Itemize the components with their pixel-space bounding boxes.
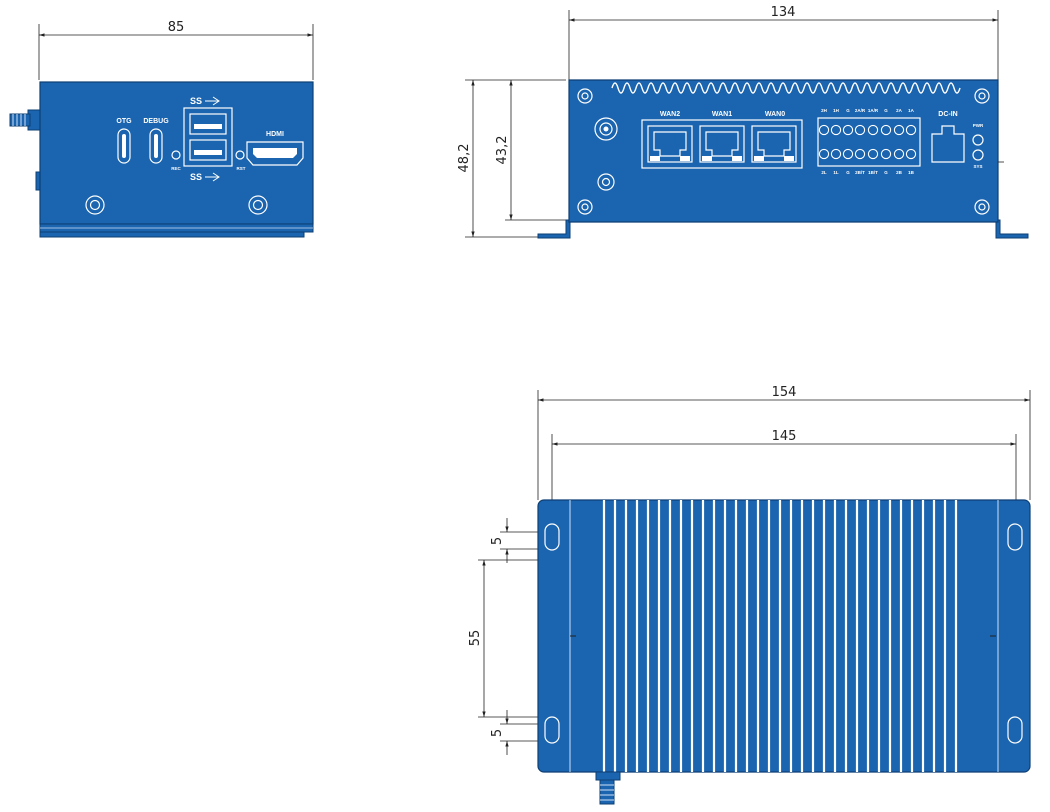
front-width-label: 85 [168,20,185,35]
wan0-port [751,125,797,163]
sma-connector-icon [594,117,618,141]
terminal-label-bottom-2: G [846,170,850,175]
mount-slot-icon-4 [1007,716,1023,744]
terminal-label-top-2: G [846,108,850,113]
wan1-label: WAN1 [712,111,732,118]
front-view: 85 OTG DEBUG REC SS [9,20,314,238]
screw-icon-6 [974,199,990,215]
terminal-label-bottom-0: 2L [821,170,827,175]
terminal-labels-bottom: 2L 1L G 2B/T 1B/T G 2B 1B [821,170,914,175]
screw-icon-4 [974,88,990,104]
wan2-port [647,125,693,163]
rj45-block [641,119,803,169]
terminal-label-top-4: 1A/R [868,108,879,113]
slot-b-label: 5 [490,729,505,737]
mount-slot-icon-3 [1007,523,1023,551]
usb-top-label: SS [190,96,202,106]
usb-port-bottom [189,139,227,161]
rst-button [235,150,245,160]
mount-slot-icon-2 [544,716,560,744]
terminal-label-top-7: 1A [908,108,915,113]
otg-usb-c-port [117,128,131,164]
top-width-total-dimension: 154 [537,385,1031,500]
top-heatsink-fins [602,500,958,772]
hdmi-label: HDMI [266,131,284,138]
screw-icon-5 [577,199,593,215]
slot-spacing-label: 55 [468,630,483,647]
side-width-dimension: 134 [568,5,999,80]
slot-a-label: 5 [490,537,505,545]
usb-port-top [189,113,227,135]
slot-dimensions: 5 55 5 [468,518,552,755]
terminal-label-bottom-3: 2B/T [855,170,865,175]
top-width-total-label: 154 [772,385,797,400]
terminal-label-bottom-6: 2B [896,170,903,175]
screw-icon-7 [597,173,615,191]
debug-label: DEBUG [143,118,169,125]
terminal-block [817,117,921,167]
side-height-body-dimension: 43,2 [495,80,568,221]
wan1-port [699,125,745,163]
side-height-total-label: 48,2 [457,144,472,173]
screw-icon-3 [577,88,593,104]
terminal-label-top-1: 1H [833,108,839,113]
terminal-label-bottom-7: 1B [908,170,915,175]
screw-icon-2 [248,195,268,215]
terminal-label-bottom-5: G [884,170,888,175]
terminal-labels-top: 2H 1H G 2A/R 1A/R G 2A 1A [821,108,915,113]
terminal-pins [818,124,917,160]
usb-symbol-icon [205,96,220,106]
pwr-label: PWR [973,123,984,128]
mount-slot-icon [544,523,560,551]
dcin-label: DC-IN [938,111,957,118]
front-width-dimension: 85 [38,20,314,80]
screw-icon [85,195,105,215]
usb-stack [183,107,233,167]
side-height-body-label: 43,2 [495,136,510,165]
terminal-label-top-5: G [884,108,888,113]
dcin-port [931,125,965,163]
side-height-total-dimension: 48,2 [457,79,566,238]
usb-bottom-label: SS [190,172,202,182]
otg-label: OTG [116,118,132,125]
side-width-label: 134 [771,5,796,20]
top-width-mount-label: 145 [772,429,797,444]
heatsink-fins [611,82,961,94]
terminal-label-top-0: 2H [821,108,827,113]
terminal-label-top-3: 2A/R [855,108,866,113]
rst-label: RST [237,166,246,171]
sys-led [972,149,984,161]
pwr-led [972,134,984,146]
terminal-label-bottom-1: 1L [833,170,839,175]
side-view: 134 48,2 43,2 WAN2 W [457,5,1029,239]
rec-button [171,150,181,160]
wan2-label: WAN2 [660,111,680,118]
top-panel [537,499,1031,773]
usb-symbol-icon-2 [205,172,220,182]
rec-label: REC [171,166,181,171]
antenna-connector-icon [9,109,41,131]
hdmi-port [246,141,304,166]
debug-usb-c-port [149,128,163,164]
top-view: 154 145 5 55 5 [468,385,1031,805]
wan0-label: WAN0 [765,111,785,118]
terminal-label-bottom-4: 1B/T [868,170,878,175]
terminal-label-top-6: 2A [896,108,903,113]
antenna-connector-icon-2 [595,771,621,805]
sys-label: SYS [973,164,982,169]
